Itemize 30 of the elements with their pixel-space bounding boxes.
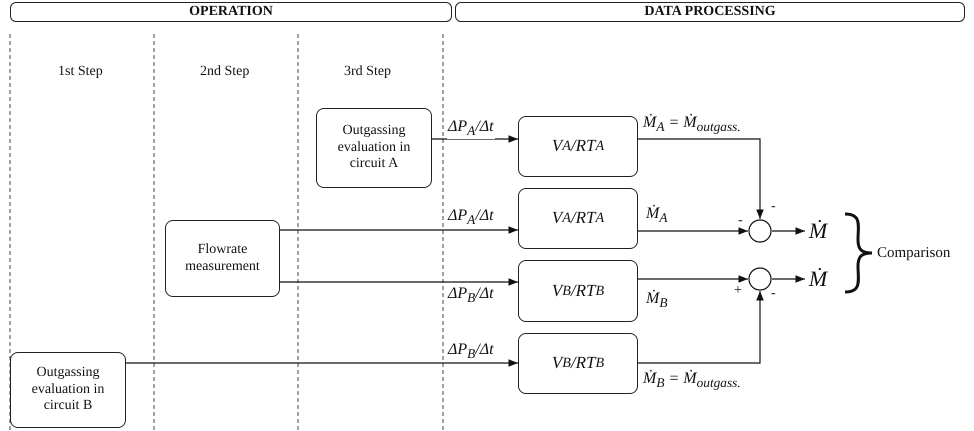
edge-label: ΔP$_{A}$/Δt bbox=[447, 118, 495, 139]
sign-label: - bbox=[771, 286, 776, 302]
process-box: Outgassing evaluation in circuit B bbox=[10, 352, 126, 428]
step-heading: 3rd Step bbox=[344, 64, 392, 80]
edge-label: Ṁ$_{A}$ = Ṁ$_{outgass.}$ bbox=[642, 114, 742, 135]
header-band: OPERATION bbox=[10, 2, 452, 22]
arrow bbox=[772, 275, 805, 283]
process-box: Outgassing evaluation in circuit A bbox=[316, 108, 432, 188]
output-symbol: Ṁ bbox=[805, 264, 831, 294]
step-heading: 1st Step bbox=[58, 64, 103, 80]
summing-junction bbox=[748, 219, 772, 243]
output-symbol: Ṁ bbox=[805, 216, 831, 246]
arrow bbox=[432, 135, 518, 143]
arrow bbox=[638, 227, 748, 235]
arrow bbox=[126, 359, 518, 367]
step-heading: 2nd Step bbox=[200, 64, 250, 80]
summing-junction bbox=[748, 267, 772, 291]
arrow bbox=[638, 291, 764, 364]
label: Comparison bbox=[877, 245, 950, 262]
sign-label: + bbox=[734, 283, 742, 299]
arrow bbox=[638, 138, 764, 219]
arrow bbox=[280, 278, 518, 286]
arrow bbox=[638, 275, 748, 283]
process-box: Flowrate measurement bbox=[165, 220, 280, 297]
header-band: DATA PROCESSING bbox=[455, 2, 965, 22]
arrow bbox=[280, 226, 518, 234]
edge-label: Ṁ$_{B}$ = Ṁ$_{outgass.}$ bbox=[642, 370, 742, 391]
arrow bbox=[772, 227, 805, 235]
sign-label: - bbox=[771, 199, 776, 215]
sign-label: - bbox=[738, 213, 743, 229]
